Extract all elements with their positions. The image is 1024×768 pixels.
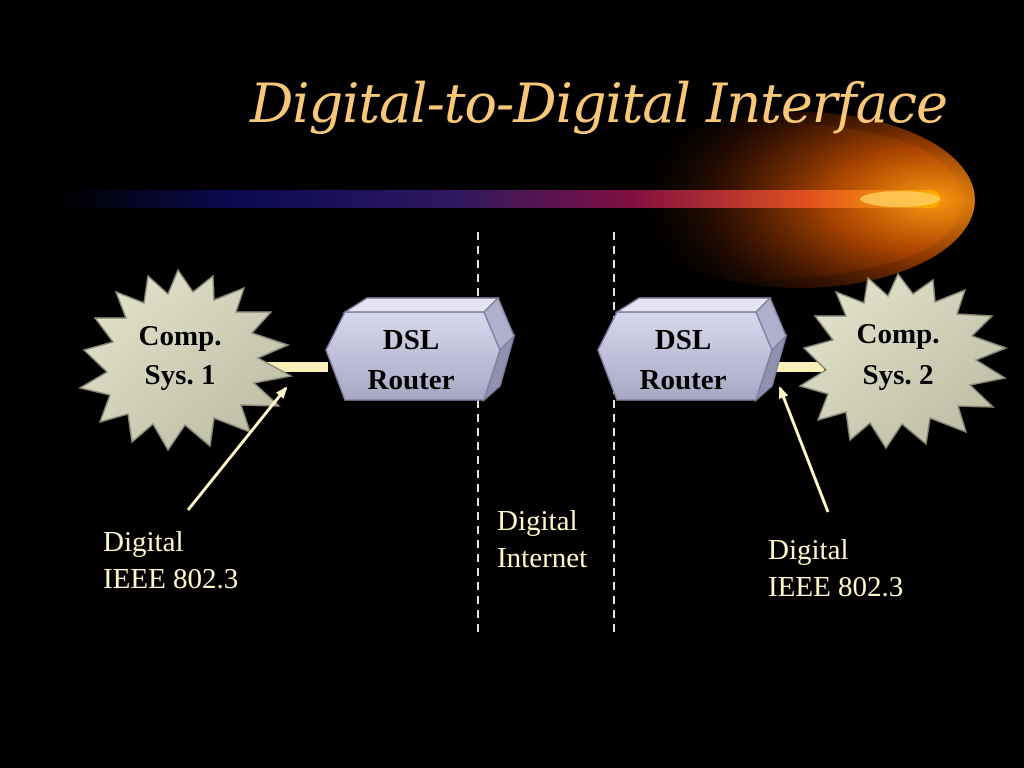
internet-label-line1: Digital xyxy=(497,505,578,537)
slide-title: Digital-to-Digital Interface xyxy=(250,72,948,135)
left-link-label-line2: IEEE 802.3 xyxy=(103,563,239,595)
dsl-router-1-line1: DSL xyxy=(383,324,439,356)
internet-label: Digital Internet xyxy=(497,503,587,577)
comp-sys-2-line1: Comp. xyxy=(857,318,940,350)
link-cable-right xyxy=(766,362,824,372)
arrow-right-link xyxy=(778,386,830,513)
arrow-left-link xyxy=(186,386,288,511)
comp-sys-1-line1: Comp. xyxy=(139,320,222,352)
comp-sys-1-node: Comp. Sys. 1 xyxy=(78,268,294,452)
comp-sys-2-node: Comp. Sys. 2 xyxy=(798,272,1009,450)
right-link-label-line2: IEEE 802.3 xyxy=(768,571,904,603)
dsl-router-2-line1: DSL xyxy=(655,324,711,356)
left-link-label: Digital IEEE 802.3 xyxy=(103,524,238,598)
dsl-router-2-node: DSL Router xyxy=(597,296,788,403)
link-cable-left xyxy=(254,362,328,372)
internet-label-line2: Internet xyxy=(497,542,588,574)
comp-sys-1-line2: Sys. 1 xyxy=(145,359,216,391)
comp-sys-2-line2: Sys. 2 xyxy=(863,359,934,391)
dsl-router-1-node: DSL Router xyxy=(325,296,516,403)
dsl-router-1-line2: Router xyxy=(368,364,455,396)
right-link-label-line1: Digital xyxy=(768,534,849,566)
dsl-router-2-line2: Router xyxy=(640,364,727,396)
left-link-label-line1: Digital xyxy=(103,526,184,558)
right-link-label: Digital IEEE 802.3 xyxy=(768,532,903,606)
decorative-glow xyxy=(60,112,975,288)
